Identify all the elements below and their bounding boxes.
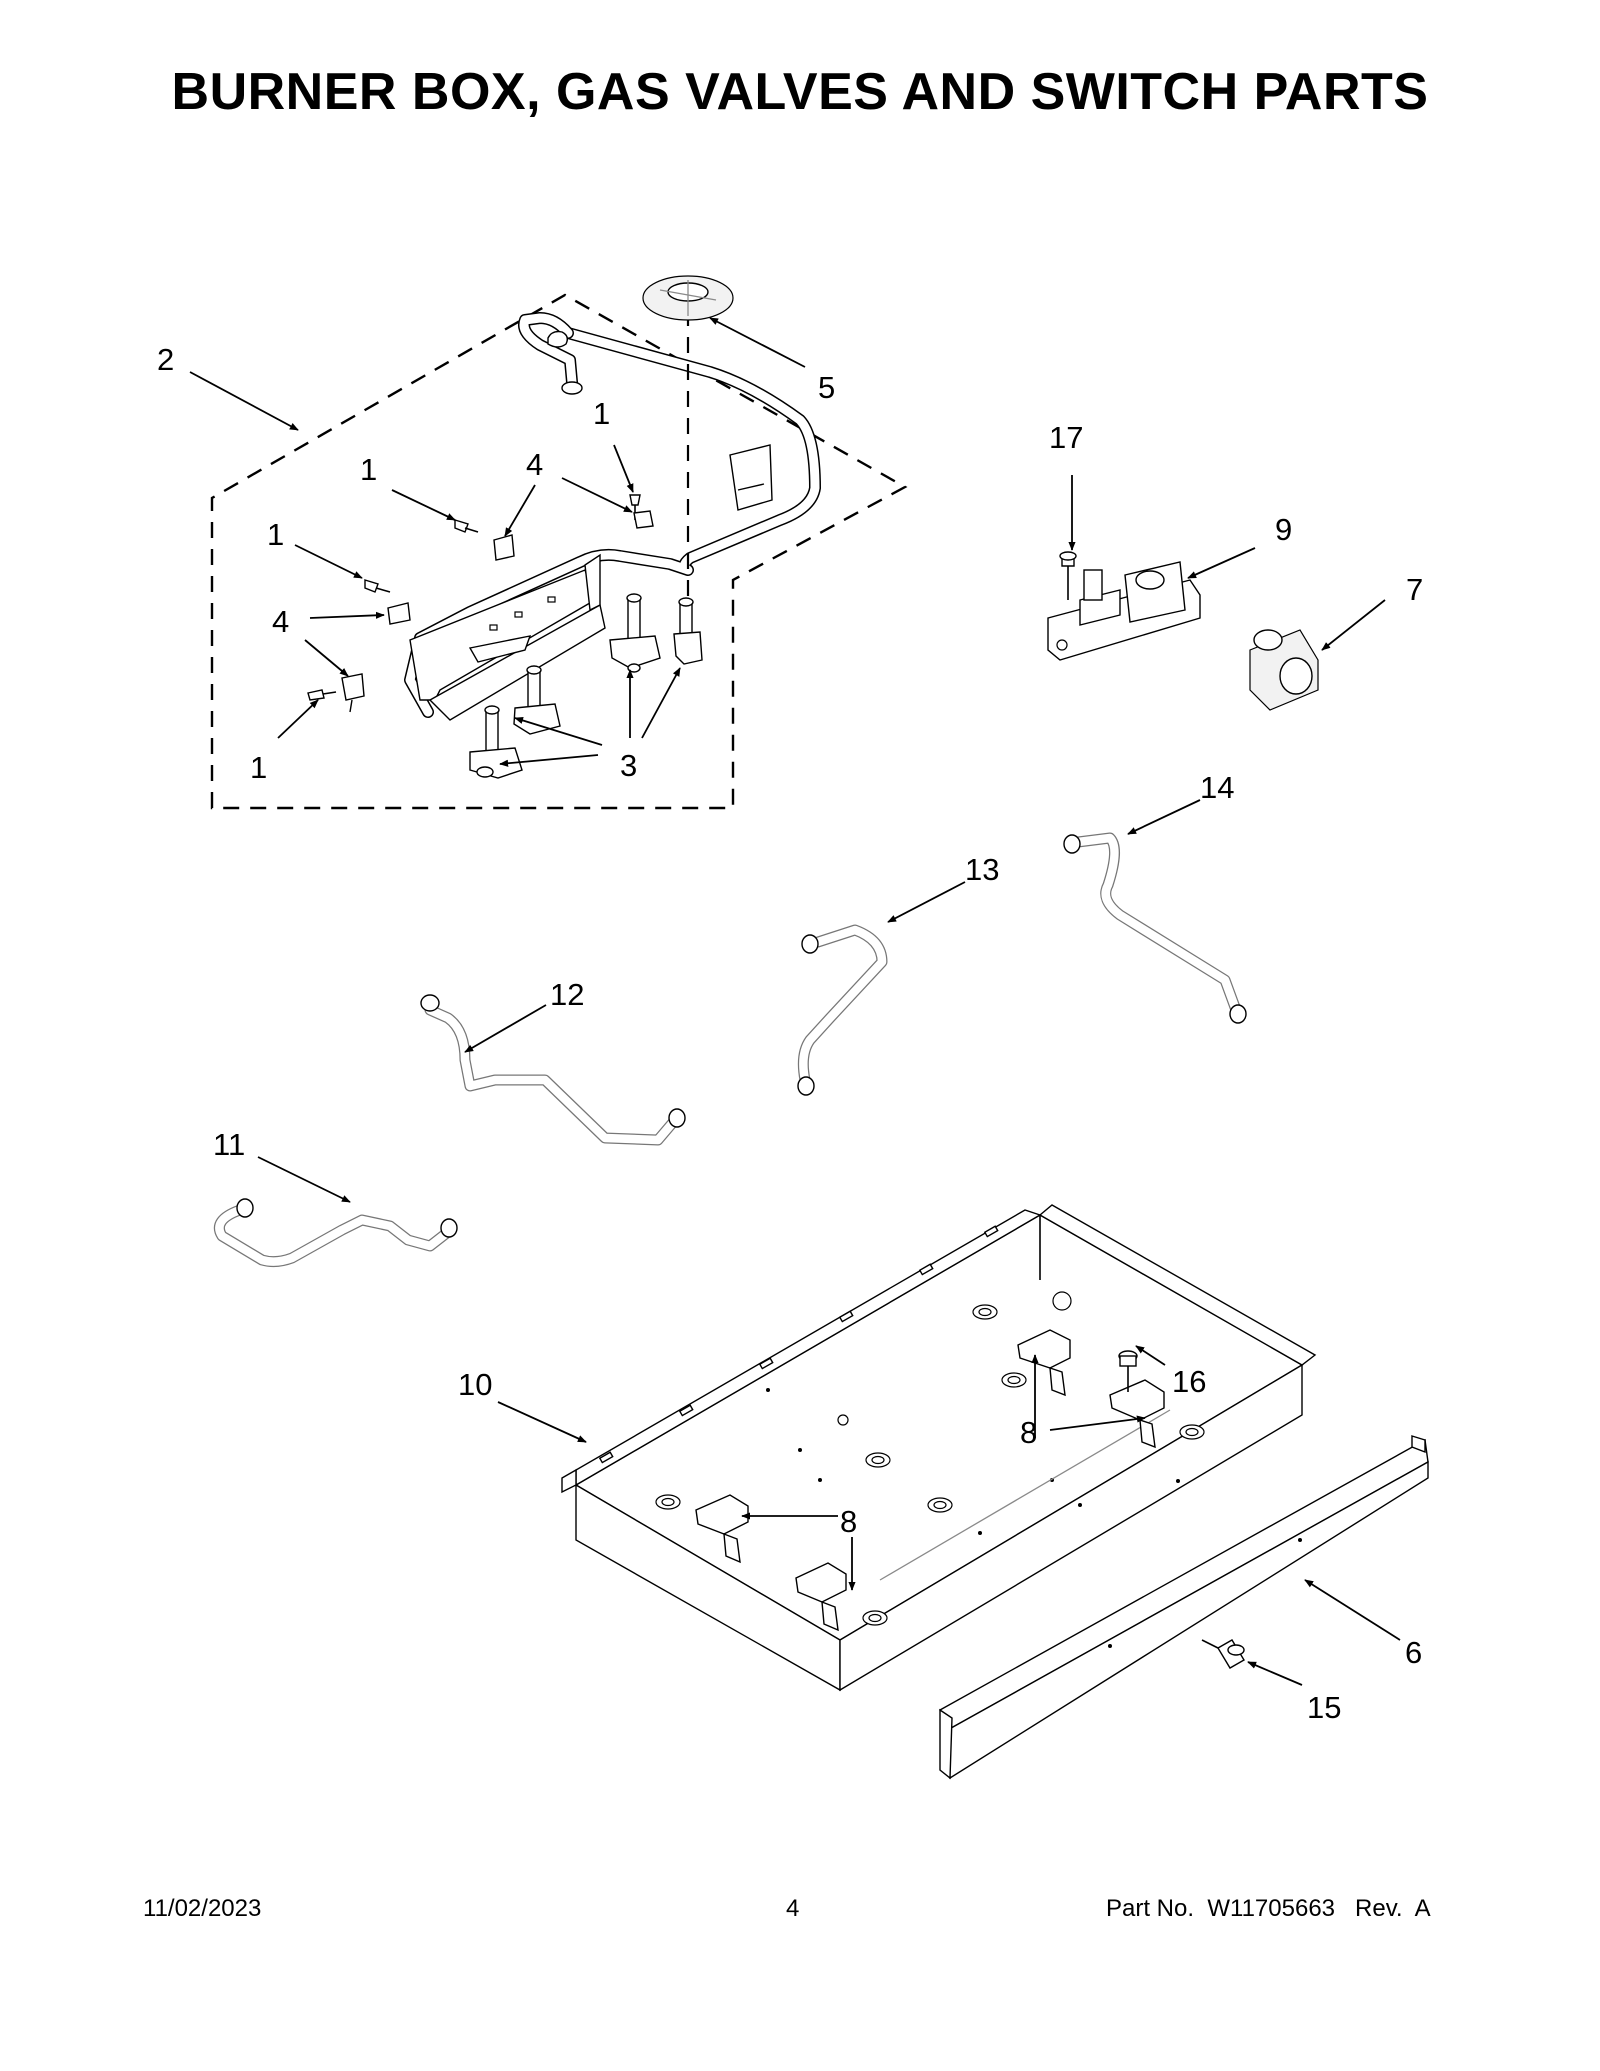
callout-1-bottom: 1: [250, 750, 267, 785]
callout-labels: 2 5 1 1 4 1 4 1 3 17 9 7 14 13 12 11 10 …: [157, 342, 1423, 1725]
valve-rail-bracket: [409, 553, 606, 721]
callout-15: 15: [1307, 1690, 1341, 1725]
callout-13: 13: [965, 852, 999, 887]
screw-1d: [307, 689, 337, 701]
callout-16: 16: [1172, 1364, 1206, 1399]
callout-10: 10: [458, 1367, 492, 1402]
callout-8-lower: 8: [840, 1504, 857, 1539]
screw-1c: [364, 579, 391, 593]
tube-bracket: [729, 444, 773, 511]
footer-part-number: Part No. W11705663 Rev. A: [1106, 1895, 1431, 1922]
gas-valve-4: [673, 597, 703, 665]
gas-valve-1: [469, 705, 523, 779]
callout-7: 7: [1406, 572, 1423, 607]
callout-6: 6: [1405, 1635, 1422, 1670]
callout-14: 14: [1200, 770, 1234, 805]
module-screw: [1059, 551, 1077, 600]
pressure-regulator: [1249, 629, 1319, 711]
clip-4a: [633, 510, 654, 529]
clip-4b: [493, 534, 515, 561]
screw-1b: [454, 519, 479, 533]
manifold-tube: [404, 312, 821, 718]
callout-11: 11: [213, 1127, 245, 1162]
tube-12: [420, 994, 686, 1146]
callout-12: 12: [550, 977, 584, 1012]
tube-14: [1063, 832, 1247, 1024]
callout-4-top: 4: [526, 447, 543, 482]
leader-arrows: [189, 317, 1401, 1686]
clip-4d: [341, 673, 365, 713]
igniter-cap: [642, 275, 734, 321]
tube-13: [797, 924, 888, 1096]
callout-1-left: 1: [267, 517, 284, 552]
callout-17: 17: [1049, 420, 1083, 455]
callout-1-top: 1: [593, 396, 610, 431]
front-panel: [939, 1435, 1429, 1780]
clip-4c: [387, 602, 411, 625]
callout-2: 2: [157, 342, 174, 377]
callout-9: 9: [1275, 512, 1292, 547]
callout-8-upper: 8: [1020, 1415, 1037, 1450]
callout-5: 5: [818, 370, 835, 405]
panel-screw: [1201, 1639, 1245, 1669]
gas-valve-3: [609, 593, 661, 673]
spark-module: [1047, 561, 1201, 661]
gas-valve-2: [513, 665, 561, 735]
tray-screw: [1118, 1350, 1138, 1392]
callout-1-mid: 1: [360, 452, 377, 487]
burner-box-tray: [561, 1204, 1317, 1692]
footer-date: 11/02/2023: [143, 1895, 262, 1922]
footer-page-number: 4: [786, 1895, 800, 1922]
page-title: BURNER BOX, GAS VALVES AND SWITCH PARTS: [171, 63, 1429, 121]
callout-3: 3: [620, 748, 637, 783]
tube-11: [213, 1198, 458, 1268]
assembly-dashed-outline: [210, 293, 908, 810]
callout-4-left: 4: [272, 604, 289, 639]
